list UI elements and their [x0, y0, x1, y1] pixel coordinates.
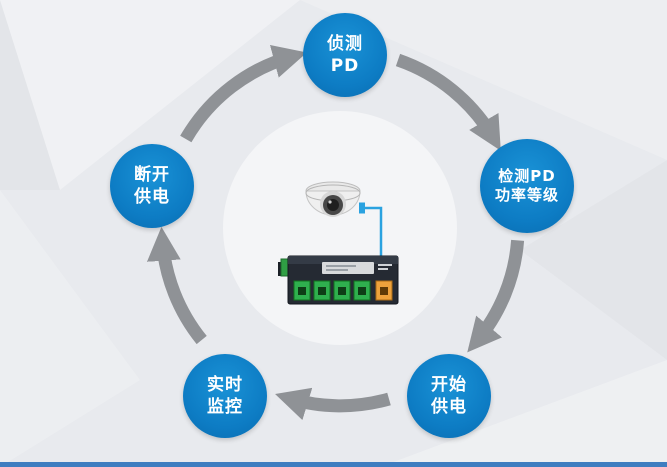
- node-label-line: 供电: [134, 187, 170, 207]
- node-label-line: 监控: [207, 397, 243, 417]
- arrow-monitor-to-disconnect: [146, 226, 207, 345]
- poe-switch-icon: [278, 255, 399, 305]
- node-label-line: 开始: [431, 374, 467, 395]
- arrow-class-to-start: [467, 239, 525, 353]
- node-label-line: 断开: [134, 164, 170, 185]
- node-detect-pd: 侦测 PD: [303, 13, 387, 97]
- node-label-line: 实时: [207, 374, 243, 395]
- node-detect-pd-power-class: 检测PD 功率等级: [480, 139, 574, 233]
- arrow-disconnect-to-detect: [180, 44, 307, 143]
- connector-line: [359, 202, 383, 257]
- arrow-start-to-monitor: [275, 387, 391, 421]
- node-label-line: 供电: [431, 397, 467, 417]
- arrow-detect-to-class: [395, 53, 501, 151]
- node-realtime-monitoring: 实时 监控: [183, 354, 267, 438]
- dome-camera-icon: [305, 181, 361, 217]
- bottom-accent-bar: [0, 462, 667, 467]
- node-label-line: 检测PD: [498, 166, 556, 185]
- node-label-line: 功率等级: [494, 186, 559, 204]
- node-disconnect-power: 断开 供电: [110, 144, 194, 228]
- node-label-line: PD: [330, 56, 360, 76]
- node-start-power-supply: 开始 供电: [407, 354, 491, 438]
- node-label-line: 侦测: [327, 33, 363, 54]
